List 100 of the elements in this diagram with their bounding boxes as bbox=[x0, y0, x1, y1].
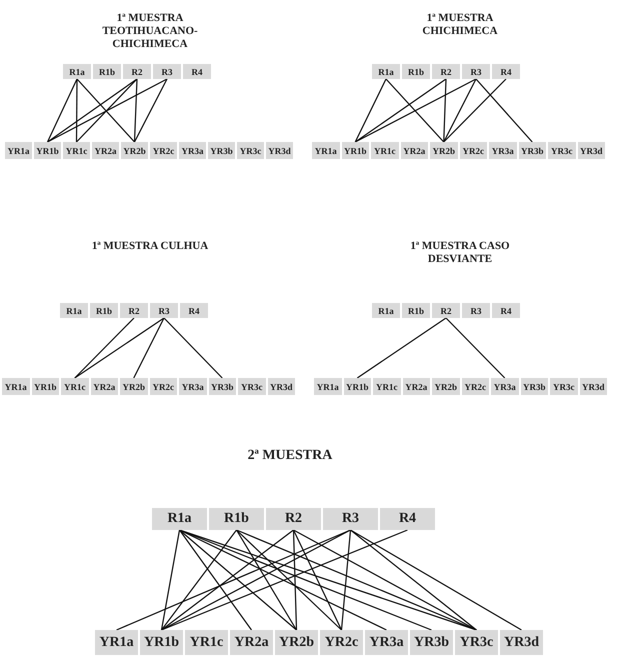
category-box: YR3a bbox=[179, 378, 206, 395]
connector-line bbox=[161, 530, 237, 630]
connector-line bbox=[356, 318, 446, 378]
category-box: YR1c bbox=[61, 378, 88, 395]
category-box: R1b bbox=[402, 64, 430, 79]
connector-line bbox=[161, 530, 294, 630]
category-box: R2 bbox=[123, 64, 151, 79]
category-box: YR3d bbox=[266, 142, 293, 159]
category-box: R2 bbox=[432, 64, 460, 79]
category-box: YR3a bbox=[489, 142, 516, 159]
connector-line bbox=[133, 318, 165, 378]
connector-line bbox=[446, 318, 506, 378]
connector-line bbox=[476, 78, 533, 142]
connector-line bbox=[350, 530, 477, 630]
category-box: R4 bbox=[180, 303, 208, 318]
category-box: YR3b bbox=[410, 630, 453, 655]
category-box: YR2b bbox=[432, 378, 460, 395]
category-box: YR1b bbox=[344, 378, 371, 395]
connector-line bbox=[46, 78, 78, 142]
category-box: YR2b bbox=[430, 142, 458, 159]
category-box: R3 bbox=[150, 303, 178, 318]
category-box: YR2b bbox=[121, 142, 148, 159]
connector-line bbox=[443, 78, 477, 142]
category-box: YR3a bbox=[179, 142, 206, 159]
category-box: YR1c bbox=[373, 378, 400, 395]
connector-line bbox=[354, 78, 446, 142]
category-box: R4 bbox=[492, 64, 520, 79]
category-box: YR2c bbox=[460, 142, 487, 159]
connector-line bbox=[47, 78, 138, 142]
category-box: YR1a bbox=[2, 378, 30, 395]
category-box: YR1b bbox=[34, 142, 61, 159]
category-box: YR2c bbox=[462, 378, 489, 395]
connector-line bbox=[161, 529, 351, 631]
category-box: R1a bbox=[152, 508, 207, 530]
panel-title: 1ª MUESTRA TEOTIHUACANO-CHICHIMECA bbox=[101, 12, 199, 52]
category-box: YR1b bbox=[342, 142, 369, 159]
panel-title: 1ª MUESTRA CHICHIMECA bbox=[421, 12, 499, 38]
category-box: R3 bbox=[323, 508, 378, 530]
category-box: YR3d bbox=[578, 142, 605, 159]
connector-line bbox=[179, 529, 387, 631]
panel-title: 1ª MUESTRA CULHUA bbox=[90, 240, 210, 254]
category-box: YR3c bbox=[238, 378, 266, 395]
category-box: YR2a bbox=[400, 142, 428, 159]
connector-line bbox=[236, 530, 342, 630]
category-box: YR3b bbox=[518, 142, 546, 159]
connector-line bbox=[74, 318, 134, 378]
connector-line bbox=[161, 529, 408, 631]
connector-line bbox=[340, 530, 352, 630]
category-box: R2 bbox=[432, 303, 460, 318]
category-box: R1a bbox=[63, 64, 91, 79]
category-box: YR2a bbox=[402, 378, 430, 395]
connector-line bbox=[47, 78, 168, 143]
connector-line bbox=[134, 78, 138, 142]
category-box: YR3c bbox=[550, 378, 578, 395]
category-box: YR3a bbox=[365, 630, 408, 655]
connector-line bbox=[116, 529, 351, 631]
category-box: YR3c bbox=[455, 630, 498, 655]
category-box: YR2a bbox=[92, 142, 119, 159]
connector-line bbox=[236, 530, 298, 630]
category-box: YR1c bbox=[371, 142, 398, 159]
category-box: R3 bbox=[153, 64, 181, 79]
category-box: YR1b bbox=[140, 630, 183, 655]
category-box: R3 bbox=[462, 303, 490, 318]
category-box: YR2a bbox=[230, 630, 273, 655]
connector-line bbox=[350, 529, 522, 631]
category-box: R2 bbox=[120, 303, 148, 318]
category-box: R1b bbox=[90, 303, 118, 318]
category-box: YR1c bbox=[185, 630, 228, 655]
category-box: R1b bbox=[93, 64, 121, 79]
category-box: YR3b bbox=[208, 142, 235, 159]
category-box: YR3d bbox=[500, 630, 543, 655]
connector-line bbox=[354, 78, 476, 143]
category-box: YR2c bbox=[320, 630, 363, 655]
category-box: YR1a bbox=[312, 142, 340, 159]
connector-line bbox=[354, 78, 387, 142]
category-box: R2 bbox=[266, 508, 321, 530]
category-box: YR3b bbox=[208, 378, 236, 395]
category-box: R4 bbox=[380, 508, 435, 530]
category-box: YR1a bbox=[95, 630, 138, 655]
category-box: R4 bbox=[492, 303, 520, 318]
category-box: YR2b bbox=[275, 630, 318, 655]
connector-line bbox=[293, 529, 477, 631]
category-box: YR2a bbox=[90, 378, 118, 395]
category-box: YR2c bbox=[150, 142, 177, 159]
category-box: YR2b bbox=[120, 378, 148, 395]
category-box: R1b bbox=[209, 508, 264, 530]
connector-line bbox=[443, 78, 447, 142]
category-box: YR1a bbox=[5, 142, 32, 159]
panel-title: 2ª MUESTRA bbox=[246, 448, 334, 465]
connector-line bbox=[179, 530, 297, 630]
category-box: YR3b bbox=[520, 378, 548, 395]
connector-line bbox=[292, 530, 342, 630]
category-box: YR3a bbox=[491, 378, 518, 395]
category-box: YR2c bbox=[150, 378, 177, 395]
connector-line bbox=[443, 78, 506, 142]
category-box: YR3c bbox=[548, 142, 576, 159]
category-box: R4 bbox=[183, 64, 211, 79]
connector-line bbox=[76, 79, 78, 142]
connector-line bbox=[74, 318, 164, 378]
connector-line bbox=[160, 530, 180, 630]
